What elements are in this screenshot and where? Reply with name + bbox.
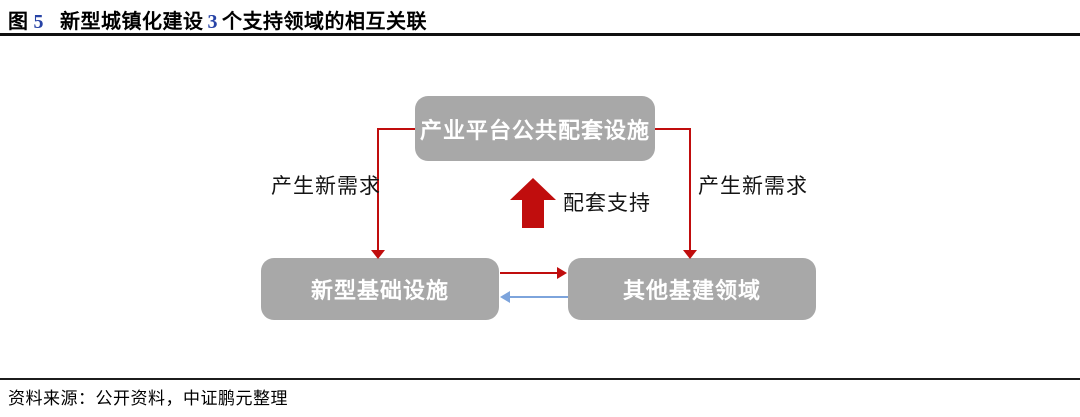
- figure-label-number: 5: [33, 11, 44, 33]
- left-connector-arrowhead-down-icon: [371, 250, 385, 259]
- node-new-infrastructure: 新型基础设施: [261, 258, 499, 320]
- data-source-note: 资料来源：公开资料，中证鹏元整理: [8, 389, 288, 408]
- red-arrowhead-right-icon: [557, 267, 567, 279]
- footer-divider-line: [0, 378, 1080, 380]
- support-up-arrow-head-icon: [510, 178, 556, 200]
- blue-arrowhead-left-icon: [500, 291, 510, 303]
- node-other-infrastructure-label: 其他基建领域: [622, 278, 761, 303]
- figure-title-number: 3: [207, 11, 218, 33]
- right-connector-vertical-line: [689, 128, 691, 251]
- right-connector-horizontal-line: [655, 128, 691, 130]
- figure-title-text-2: 个支持领域的相互关联: [222, 11, 427, 33]
- node-other-infrastructure: 其他基建领域: [568, 258, 816, 320]
- left-connector-vertical-line: [377, 128, 379, 251]
- title-divider-line: [0, 33, 1080, 36]
- node-industrial-platform: 产业平台公共配套设施: [415, 96, 655, 161]
- left-connector-horizontal-line: [378, 128, 415, 130]
- label-new-demand-left: 产生新需求: [271, 175, 381, 198]
- label-new-demand-right: 产生新需求: [698, 175, 808, 198]
- node-new-infrastructure-label: 新型基础设施: [310, 278, 449, 303]
- support-up-arrow-stem: [522, 199, 544, 228]
- node-industrial-platform-label: 产业平台公共配套设施: [419, 117, 650, 143]
- right-connector-arrowhead-down-icon: [683, 250, 697, 259]
- label-supporting-support: 配套支持: [563, 192, 651, 215]
- figure-title-text-1: 新型城镇化建设: [60, 11, 204, 33]
- figure-label-word: 图: [8, 11, 29, 33]
- blue-arrow-right-to-left-line: [510, 296, 568, 298]
- red-arrow-left-to-right-line: [500, 272, 558, 274]
